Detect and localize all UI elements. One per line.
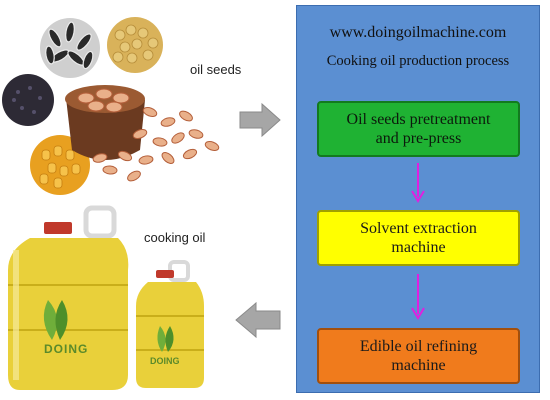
step-line: Solvent extraction: [360, 220, 477, 237]
small-bottle-logo-text: DOING: [150, 356, 180, 366]
process-title: Cooking oil production process: [326, 53, 510, 69]
illustration-svg: [2, 17, 281, 390]
sunflower-seeds-image: [40, 18, 100, 78]
arrow-right-icon: [239, 102, 281, 138]
step-line: and pre-press: [375, 130, 462, 147]
process-panel: www.doingoilmachine.com Cooking oil prod…: [296, 5, 540, 393]
illustration-area: oil seeds cooking oil DOING DOING: [2, 17, 281, 390]
peanuts-bowl-image: [65, 85, 220, 182]
step-pretreatment-box: Oil seeds pretreatment and pre-press: [317, 101, 520, 157]
step-line: Edible oil refining: [359, 338, 478, 355]
cooking-oil-label: cooking oil: [144, 230, 206, 245]
website-url: www.doingoilmachine.com: [329, 24, 507, 41]
step-line: machine: [391, 357, 446, 374]
large-oil-bottle-image: [8, 205, 129, 390]
step-solvent-extraction-box: Solvent extraction machine: [317, 210, 520, 266]
down-arrow-icon: [411, 274, 425, 320]
step-line: machine: [391, 239, 446, 256]
large-bottle-logo-text: DOING: [44, 342, 89, 356]
arrow-left-icon: [235, 301, 281, 339]
step-refining-box: Edible oil refining machine: [317, 328, 520, 384]
step-line: Oil seeds pretreatment: [346, 111, 491, 128]
down-arrow-icon: [411, 163, 425, 203]
small-oil-bottle-image: [136, 260, 204, 388]
sesame-seeds-image: [2, 74, 54, 126]
oil-seeds-label: oil seeds: [190, 62, 242, 77]
soybeans-image: [107, 17, 163, 73]
